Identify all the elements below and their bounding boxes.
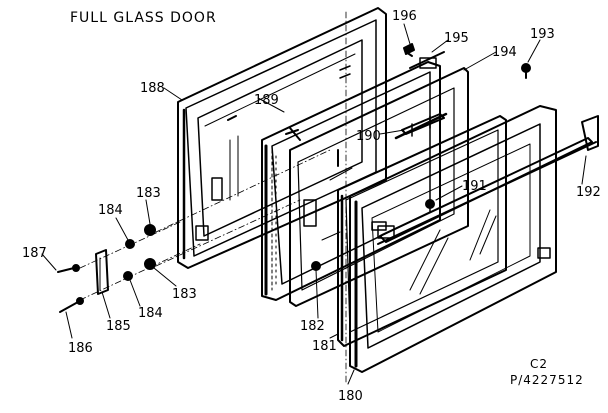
fastener-182 <box>311 261 321 271</box>
window-frame <box>337 115 507 347</box>
screw-187 <box>57 264 80 273</box>
outer-door-frame <box>349 105 557 373</box>
label-185: 185 <box>106 319 131 334</box>
label-196: 196 <box>392 9 417 24</box>
label-180: 180 <box>338 389 363 404</box>
door-handle <box>377 115 599 245</box>
vent-baffle <box>394 112 448 140</box>
nut-183-upper <box>144 224 156 236</box>
screw-186 <box>59 297 84 313</box>
screw-193 <box>521 63 531 79</box>
reference-code: C2 <box>530 357 548 371</box>
label-182: 182 <box>300 319 325 334</box>
label-181: 181 <box>312 339 337 354</box>
leader-lines <box>41 23 587 385</box>
assembly-alignment-lines <box>79 11 347 385</box>
label-195: 195 <box>444 31 469 46</box>
label-192: 192 <box>576 185 601 200</box>
label-190: 190 <box>356 129 381 144</box>
label-186: 186 <box>68 341 93 356</box>
label-184-lower: 184 <box>138 306 163 321</box>
label-184-upper: 184 <box>98 203 123 218</box>
hinge-bracket <box>95 249 109 295</box>
label-187: 187 <box>22 246 47 261</box>
nut-183-lower <box>144 258 156 270</box>
label-193: 193 <box>530 27 555 42</box>
diagram-title: FULL GLASS DOOR <box>70 10 217 26</box>
inner-insulation-panel <box>261 51 445 301</box>
label-189: 189 <box>254 93 279 108</box>
label-183-lower: 183 <box>172 287 197 302</box>
label-183-upper: 183 <box>136 186 161 201</box>
fastener-191 <box>425 199 435 209</box>
label-188: 188 <box>140 81 165 96</box>
reference-number: P/4227512 <box>510 373 584 387</box>
screw-196 <box>403 43 415 57</box>
label-191: 191 <box>462 179 487 194</box>
label-194: 194 <box>492 45 517 60</box>
